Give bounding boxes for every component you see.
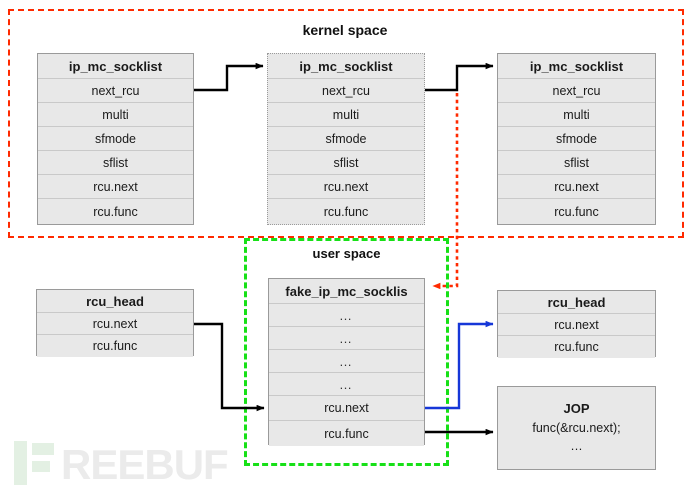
struct-header: fake_ip_mc_socklis <box>269 279 424 304</box>
watermark-text: REEBUF <box>61 441 229 488</box>
field-placeholder-3: … <box>269 350 424 373</box>
field-multi: multi <box>268 103 424 127</box>
jop-box: JOP func(&rcu.next); … <box>497 386 656 470</box>
struct-ip-mc-socklist-1: ip_mc_socklist next_rcu multi sfmode sfl… <box>37 53 194 225</box>
struct-header: ip_mc_socklist <box>268 54 424 79</box>
field-sflist: sflist <box>38 151 193 175</box>
jop-title: JOP <box>563 401 590 417</box>
field-rcu-func: rcu.func <box>269 421 424 446</box>
struct-header: ip_mc_socklist <box>498 54 655 79</box>
field-rcu-next: rcu.next <box>498 314 655 336</box>
struct-rcu-head-right: rcu_head rcu.next rcu.func <box>497 290 656 358</box>
field-sfmode: sfmode <box>268 127 424 151</box>
field-placeholder-4: … <box>269 373 424 396</box>
field-rcu-func: rcu.func <box>37 335 193 357</box>
field-rcu-next: rcu.next <box>37 313 193 335</box>
field-rcu-func: rcu.func <box>498 199 655 224</box>
field-rcu-func: rcu.func <box>38 199 193 224</box>
field-multi: multi <box>38 103 193 127</box>
field-rcu-func: rcu.func <box>498 336 655 358</box>
field-next-rcu: next_rcu <box>38 79 193 103</box>
jop-line-2: func(&rcu.next); <box>532 421 621 436</box>
freebuf-watermark: REEBUF <box>14 441 229 488</box>
user-space-label: user space <box>312 246 381 261</box>
field-rcu-next: rcu.next <box>498 175 655 199</box>
field-rcu-next: rcu.next <box>269 396 424 421</box>
struct-header: ip_mc_socklist <box>38 54 193 79</box>
struct-rcu-head-left: rcu_head rcu.next rcu.func <box>36 289 194 357</box>
kernel-space-region <box>8 9 684 238</box>
field-sflist: sflist <box>498 151 655 175</box>
struct-fake-ip-mc-socklist: fake_ip_mc_socklis … … … … rcu.next rcu.… <box>268 278 425 446</box>
field-sfmode: sfmode <box>498 127 655 151</box>
struct-header: rcu_head <box>498 291 655 314</box>
field-rcu-next: rcu.next <box>38 175 193 199</box>
field-rcu-func: rcu.func <box>268 199 424 224</box>
watermark-bar-icon <box>14 441 27 485</box>
field-placeholder-2: … <box>269 327 424 350</box>
watermark-f-icon <box>32 441 54 485</box>
field-rcu-next: rcu.next <box>268 175 424 199</box>
field-next-rcu: next_rcu <box>268 79 424 103</box>
struct-header: rcu_head <box>37 290 193 313</box>
field-next-rcu: next_rcu <box>498 79 655 103</box>
jop-line-3: … <box>570 439 583 454</box>
field-placeholder-1: … <box>269 304 424 327</box>
struct-ip-mc-socklist-2: ip_mc_socklist next_rcu multi sfmode sfl… <box>267 53 425 225</box>
kernel-space-label: kernel space <box>302 22 388 38</box>
field-sfmode: sfmode <box>38 127 193 151</box>
field-multi: multi <box>498 103 655 127</box>
struct-ip-mc-socklist-3: ip_mc_socklist next_rcu multi sfmode sfl… <box>497 53 656 225</box>
field-sflist: sflist <box>268 151 424 175</box>
